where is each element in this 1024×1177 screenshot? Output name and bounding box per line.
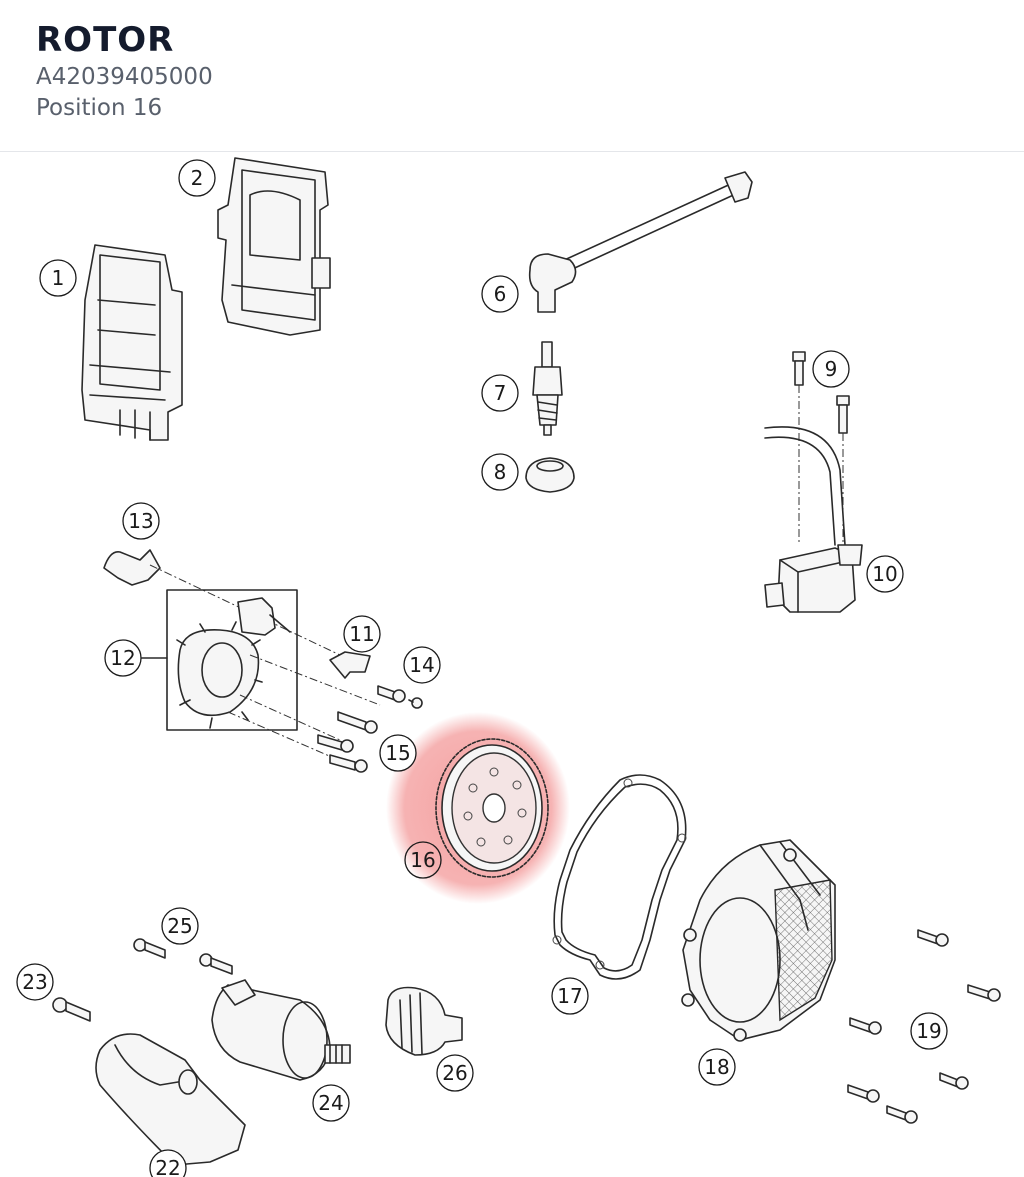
part-ecu-module-1 bbox=[81, 244, 183, 441]
part-freewheel-26 bbox=[385, 986, 463, 1056]
callout-17[interactable]: 17 bbox=[551, 977, 589, 1015]
svg-text:22: 22 bbox=[155, 1156, 180, 1177]
part-gasket-17 bbox=[552, 774, 687, 980]
callout-7[interactable]: 7 bbox=[481, 374, 519, 412]
callout-8[interactable]: 8 bbox=[481, 453, 519, 491]
callout-11[interactable]: 11 bbox=[343, 615, 381, 653]
svg-text:1: 1 bbox=[52, 266, 65, 290]
callout-26[interactable]: 26 bbox=[436, 1054, 474, 1092]
callout-22[interactable]: 22 bbox=[149, 1149, 187, 1177]
callout-10[interactable]: 10 bbox=[866, 555, 904, 593]
callout-19[interactable]: 19 bbox=[910, 1012, 948, 1050]
part-control-unit-2 bbox=[217, 157, 331, 336]
svg-text:18: 18 bbox=[704, 1055, 729, 1079]
part-seal-8 bbox=[525, 457, 575, 493]
part-ignition-cover-18 bbox=[681, 839, 836, 1042]
part-cable-holder-13 bbox=[103, 549, 341, 656]
svg-text:14: 14 bbox=[409, 653, 434, 677]
callout-12[interactable]: 12 bbox=[104, 639, 168, 677]
svg-text:11: 11 bbox=[349, 622, 374, 646]
part-bolts-9 bbox=[792, 351, 850, 560]
svg-text:10: 10 bbox=[872, 562, 897, 586]
callout-25[interactable]: 25 bbox=[161, 907, 199, 945]
part-spark-plug-7 bbox=[532, 341, 563, 436]
callout-13[interactable]: 13 bbox=[122, 502, 160, 540]
part-guard-22 bbox=[95, 1033, 246, 1166]
svg-text:26: 26 bbox=[442, 1061, 467, 1085]
position-label: Position 16 bbox=[36, 95, 163, 121]
page-title: ROTOR bbox=[36, 20, 175, 60]
svg-text:9: 9 bbox=[825, 357, 838, 381]
callout-6[interactable]: 6 bbox=[481, 275, 519, 313]
svg-text:6: 6 bbox=[494, 282, 507, 306]
svg-text:19: 19 bbox=[916, 1019, 941, 1043]
callout-16[interactable]: 16 bbox=[404, 841, 442, 879]
part-ignition-cable-6 bbox=[528, 171, 753, 313]
part-rotor-16[interactable] bbox=[386, 712, 570, 904]
callout-24[interactable]: 24 bbox=[312, 1084, 350, 1122]
callout-2[interactable]: 2 bbox=[178, 159, 216, 197]
part-starter-motor-24 bbox=[211, 979, 351, 1081]
part-bolts-19 bbox=[847, 929, 1001, 1124]
svg-text:2: 2 bbox=[191, 166, 204, 190]
svg-text:8: 8 bbox=[494, 460, 507, 484]
callout-9[interactable]: 9 bbox=[812, 350, 850, 388]
svg-text:12: 12 bbox=[110, 646, 135, 670]
svg-text:15: 15 bbox=[385, 741, 410, 765]
part-bolts-25 bbox=[133, 938, 233, 975]
svg-text:17: 17 bbox=[557, 984, 582, 1008]
svg-text:16: 16 bbox=[410, 848, 435, 872]
callout-1[interactable]: 1 bbox=[39, 259, 77, 297]
svg-text:24: 24 bbox=[318, 1091, 343, 1115]
callout-23[interactable]: 23 bbox=[16, 963, 54, 1001]
part-stator-12 bbox=[166, 589, 381, 766]
svg-text:23: 23 bbox=[22, 970, 47, 994]
callout-14[interactable]: 14 bbox=[403, 646, 441, 684]
part-bolts-14 bbox=[377, 685, 423, 709]
svg-text:25: 25 bbox=[167, 914, 192, 938]
callout-15[interactable]: 15 bbox=[379, 734, 417, 772]
svg-text:13: 13 bbox=[128, 509, 153, 533]
part-ignition-coil-10 bbox=[764, 426, 863, 613]
callout-18[interactable]: 18 bbox=[698, 1048, 736, 1086]
svg-text:7: 7 bbox=[494, 381, 507, 405]
page-header: ROTOR A42039405000 Position 16 bbox=[0, 0, 1024, 152]
exploded-parts-diagram: 1 2 6 7 8 9 10 11 12 13 14 15 16 17 18 1… bbox=[16, 157, 1001, 1177]
part-bolts-15 bbox=[317, 711, 378, 773]
part-number: A42039405000 bbox=[36, 64, 213, 90]
part-bolt-23 bbox=[52, 997, 91, 1022]
part-clip-11 bbox=[329, 651, 371, 679]
